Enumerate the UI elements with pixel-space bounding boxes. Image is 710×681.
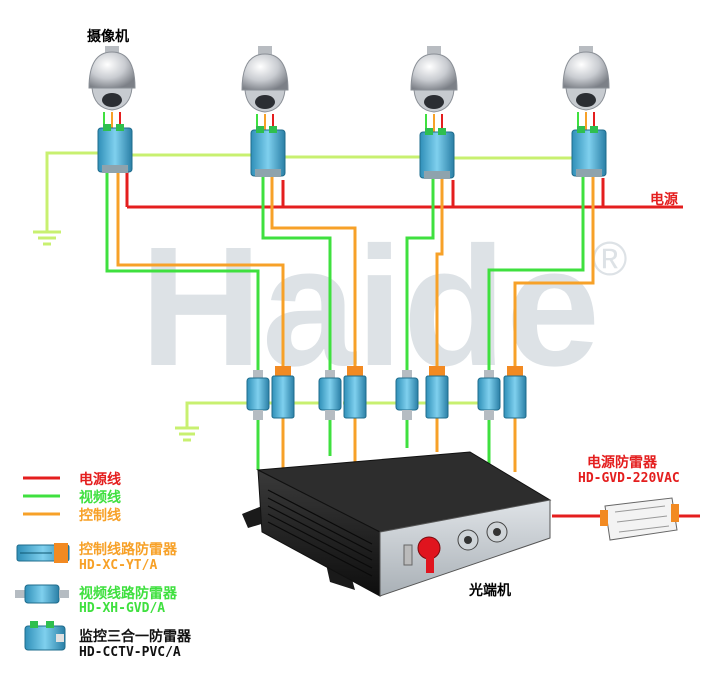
legend-swatches — [23, 476, 60, 516]
optical-terminal-label: 光端机 — [469, 583, 511, 599]
control-protector-3 — [425, 366, 449, 419]
camera-4 — [562, 46, 610, 111]
watermark-registered-mark: ® — [592, 233, 627, 286]
cctv-protector-2 — [250, 126, 286, 177]
cctv-protector-3 — [419, 128, 455, 179]
watermark: Haide ® — [140, 212, 627, 402]
control-protector-4 — [503, 366, 527, 419]
legend-video-protector-model: HD-XH-GVD/A — [79, 601, 166, 616]
ground-symbol-bottom — [175, 426, 199, 442]
legend-power-line-label: 电源线 — [79, 472, 121, 488]
legend-control-line-label: 控制线 — [79, 508, 121, 524]
ground-symbol-top — [33, 230, 61, 246]
video-lines — [105, 172, 585, 470]
camera-2 — [241, 46, 289, 113]
power-line — [125, 172, 683, 209]
legend-video-protector-name: 视频线路防雷器 — [79, 586, 177, 602]
cctv-protector-4 — [571, 126, 607, 177]
camera-3 — [410, 46, 458, 113]
watermark-text: Haide — [140, 212, 600, 402]
power-protector-model: HD-GVD-220VAC — [578, 471, 680, 486]
cctv-protector-1 — [97, 124, 133, 173]
legend-cctv-protector-name: 监控三合一防雷器 — [79, 629, 191, 645]
legend-control-protector-icon — [16, 543, 70, 563]
control-protector-1 — [271, 366, 295, 419]
legend-cctv-protector-icon — [24, 621, 66, 651]
control-protector-2 — [343, 366, 367, 419]
legend-control-protector-model: HD-XC-YT/A — [79, 558, 158, 573]
video-protector-1 — [246, 370, 270, 420]
optical-terminal — [242, 451, 552, 597]
power-protector — [552, 497, 700, 541]
power-source-label: 电源 — [650, 192, 678, 208]
legend-video-line-label: 视频线 — [79, 490, 121, 506]
camera-stubs — [103, 112, 595, 132]
control-lines — [116, 172, 595, 476]
power-protector-name: 电源防雷器 — [587, 455, 657, 471]
legend-video-protector-icon — [15, 584, 69, 604]
camera-1 — [88, 46, 136, 111]
camera-label: 摄像机 — [87, 29, 129, 45]
video-protector-3 — [395, 370, 419, 420]
legend-cctv-protector-model: HD-CCTV-PVC/A — [79, 645, 181, 660]
legend-control-protector-name: 控制线路防雷器 — [79, 542, 177, 558]
ground-line-top — [45, 151, 580, 232]
video-protector-4 — [477, 370, 501, 420]
video-protector-2 — [318, 370, 342, 420]
